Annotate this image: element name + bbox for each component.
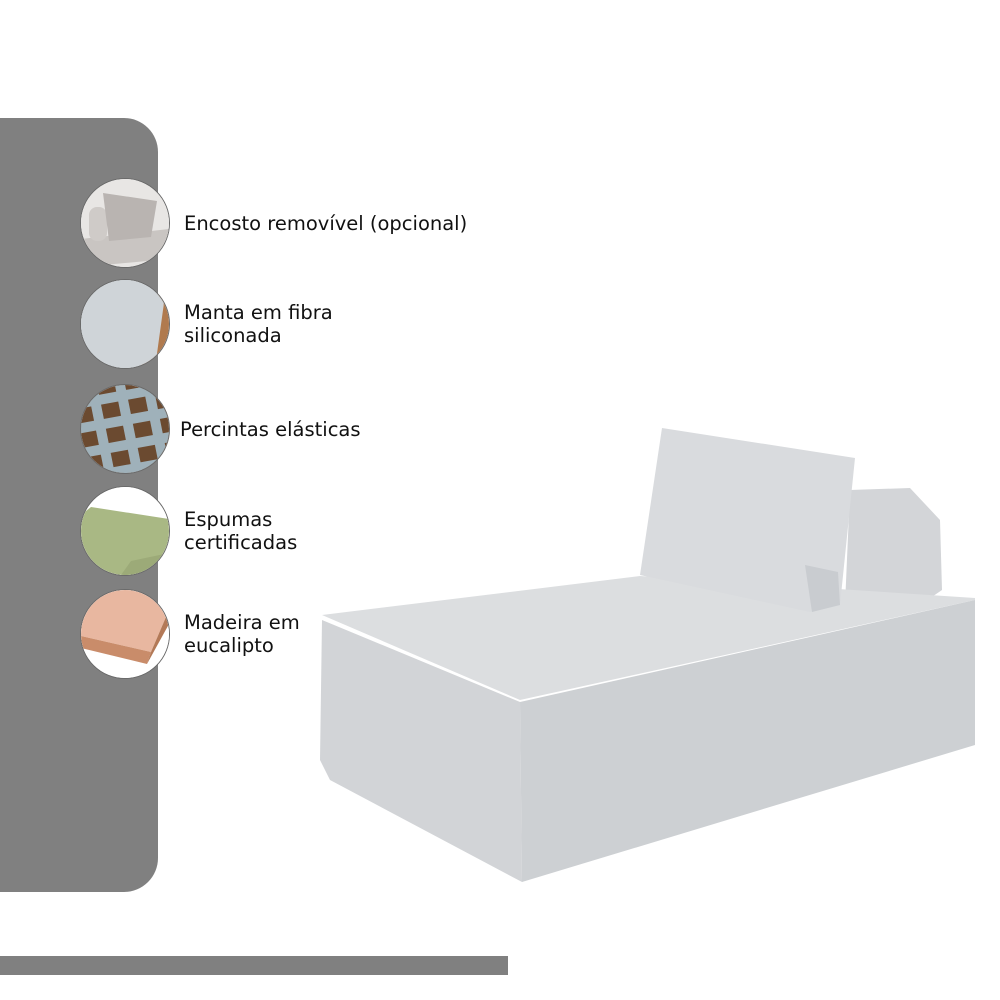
feature-label: Espumas certificadas	[184, 508, 298, 554]
eucalyptus-wood-icon	[80, 589, 170, 679]
feature-certified-foam: Espumas certificadas	[80, 486, 324, 576]
feature-eucalyptus-wood: Madeira em eucalipto	[80, 589, 324, 679]
feature-removable-backrest: Encosto removível (opcional)	[80, 178, 467, 268]
feature-label: Percintas elásticas	[180, 417, 361, 441]
fiber-blanket-icon	[80, 279, 170, 369]
feature-label: Manta em fibra siliconada	[184, 301, 333, 347]
feature-label: Madeira em eucalipto	[184, 611, 300, 657]
feature-elastic-straps: Percintas elásticas	[80, 384, 361, 474]
feature-fiber-blanket: Manta em fibra siliconada	[80, 279, 354, 369]
feature-label: Encosto removível (opcional)	[184, 211, 468, 235]
removable-backrest-icon	[80, 178, 170, 268]
bottom-bar	[0, 956, 508, 975]
certified-foam-icon	[80, 486, 170, 576]
